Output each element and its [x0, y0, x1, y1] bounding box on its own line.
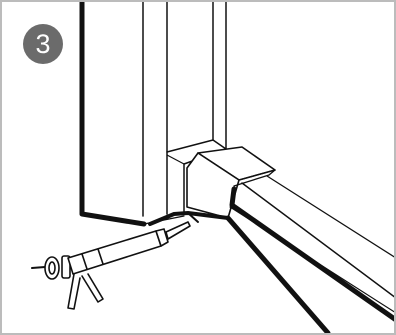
- threshold-icon: [187, 147, 394, 333]
- caulking-gun-icon: [32, 222, 190, 309]
- step-number-badge: 3: [23, 24, 63, 64]
